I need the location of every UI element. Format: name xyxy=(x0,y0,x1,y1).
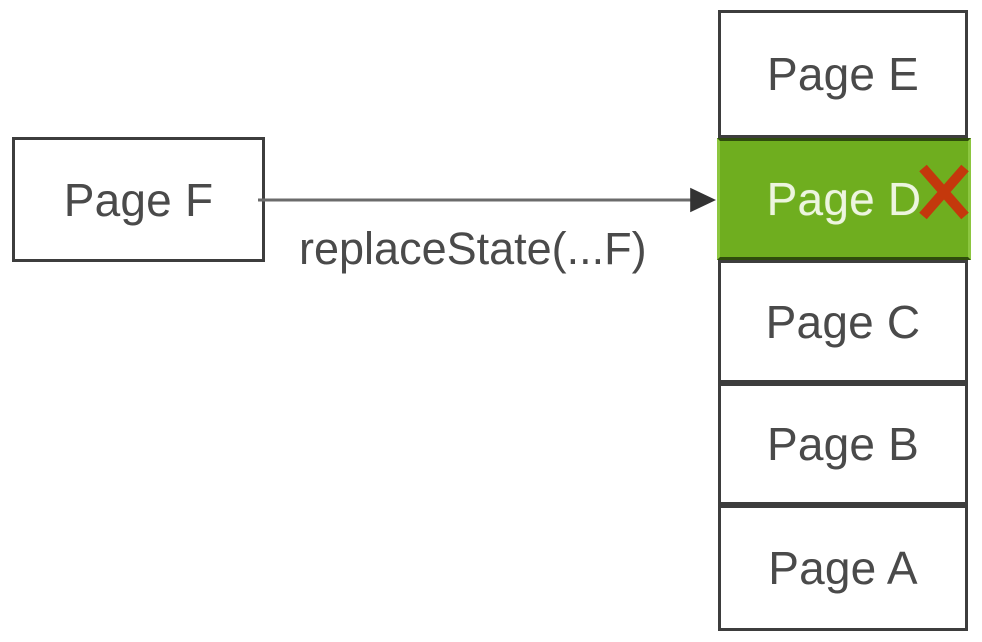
stack-entry-page-d[interactable]: Page D xyxy=(717,138,971,260)
stack-entry-page-a-label: Page A xyxy=(768,542,918,594)
node-page-f-label: Page F xyxy=(63,173,214,226)
node-page-f[interactable]: Page F xyxy=(12,137,265,262)
stack-entry-page-d-label: Page D xyxy=(766,173,922,225)
transition-arrow xyxy=(258,187,717,213)
stack-entry-page-b[interactable]: Page B xyxy=(718,383,968,505)
stack-entry-page-b-label: Page B xyxy=(766,418,920,470)
history-stack: Page E Page D Page C Page B Page A xyxy=(717,10,971,631)
stack-entry-page-e[interactable]: Page E xyxy=(718,10,968,138)
stack-entry-page-c[interactable]: Page C xyxy=(718,260,968,383)
stack-entry-page-c-label: Page C xyxy=(765,295,921,348)
stack-entry-page-a[interactable]: Page A xyxy=(718,505,968,631)
transition-arrow-caption: replaceState(...F) xyxy=(299,223,647,274)
stack-entry-page-e-label: Page E xyxy=(766,48,920,100)
delete-x-icon xyxy=(919,164,969,220)
